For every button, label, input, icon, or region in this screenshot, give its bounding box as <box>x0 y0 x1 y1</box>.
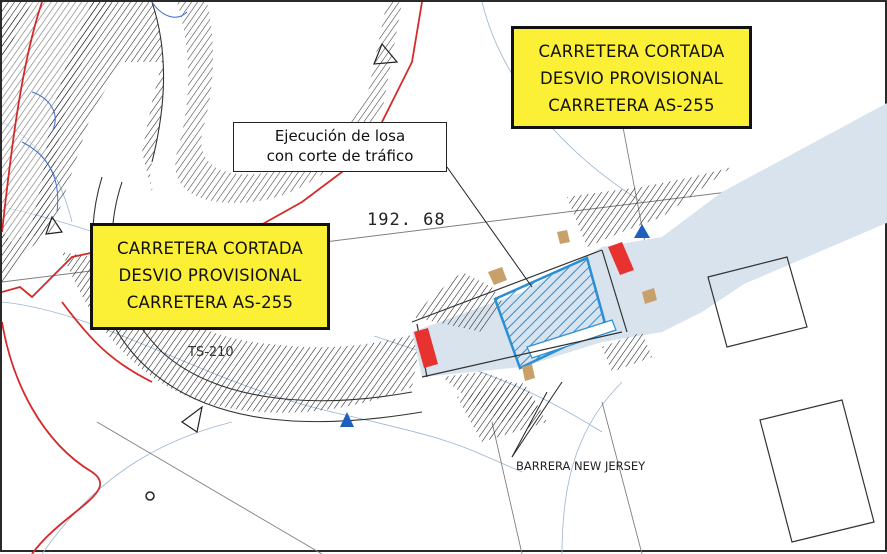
sign-line: CARRETERA CORTADA <box>538 42 725 61</box>
abutment-markers <box>488 230 657 381</box>
sign-line: CARRETERA CORTADA <box>117 239 303 258</box>
sign-line: DESVIO PROVISIONAL <box>118 266 302 285</box>
bridge-approach-hatching <box>412 167 732 442</box>
axis-label: TS-210 <box>188 345 234 360</box>
sign-line: DESVIO PROVISIONAL <box>539 69 723 88</box>
elevation-label: 192. 68 <box>367 210 446 230</box>
embankment-slope-left <box>2 2 112 282</box>
sign-line: CARRETERA AS-255 <box>548 96 715 115</box>
callout-leaders <box>446 166 563 458</box>
point-symbol <box>145 491 155 501</box>
handwritten-annotations <box>21 2 188 213</box>
slope-markers <box>45 42 399 433</box>
callout-line: Ejecución de losa <box>274 127 406 145</box>
barrier-label: BARRERA NEW JERSEY <box>516 459 646 473</box>
slab-execution-callout: Ejecución de losa con corte de tráfico <box>233 122 447 172</box>
buildings <box>707 256 875 543</box>
new-jersey-barriers <box>414 242 634 368</box>
road-closed-sign-top: CARRETERA CORTADA DESVIO PROVISIONAL CAR… <box>511 26 752 129</box>
sign-line: CARRETERA AS-255 <box>126 293 294 312</box>
callout-line: con corte de tráfico <box>266 147 414 165</box>
road-closed-sign-left: CARRETERA CORTADA DESVIO PROVISIONAL CAR… <box>90 223 330 330</box>
road-surface <box>412 103 887 377</box>
survey-markers <box>340 224 650 427</box>
